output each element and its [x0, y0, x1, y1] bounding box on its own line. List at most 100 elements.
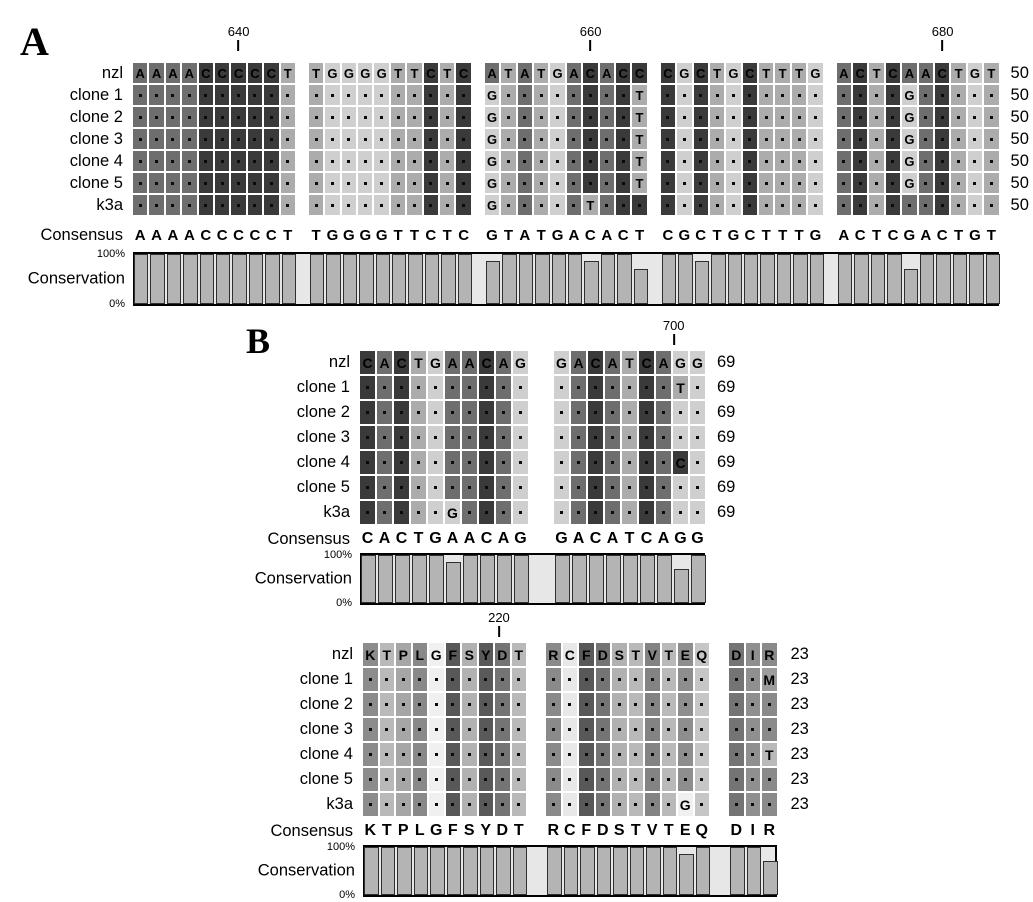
sequence-cell — [967, 107, 983, 127]
sequence-cell — [478, 768, 493, 791]
sequence-cell: T — [661, 643, 676, 666]
sequence-cell — [622, 401, 637, 424]
sequence-cell — [390, 151, 406, 171]
sequence-cell — [133, 195, 148, 215]
identity-dot — [584, 703, 588, 706]
consensus-cell: C — [617, 226, 629, 244]
sequence-cell — [133, 173, 148, 193]
conservation-bar — [199, 254, 214, 304]
sequence-cell — [495, 743, 510, 766]
conservation-bar — [430, 847, 445, 895]
identity-dot — [187, 181, 191, 185]
consensus-cell: V — [646, 822, 658, 839]
identity-dot — [523, 137, 527, 141]
sequence-cell — [264, 85, 279, 105]
conservation-bar — [711, 254, 726, 304]
identity-dot — [363, 203, 367, 207]
identity-dot — [347, 203, 351, 207]
identity-dot — [412, 93, 416, 97]
identity-dot — [605, 159, 609, 163]
identity-dot — [605, 203, 609, 207]
sequence-cell: G — [967, 63, 983, 83]
identity-dot — [731, 137, 735, 141]
sequence-cell — [360, 401, 375, 424]
identity-dot — [187, 159, 191, 163]
identity-dot — [601, 778, 605, 781]
row-end-number: 23 — [790, 745, 809, 763]
sequence-cell: T — [411, 351, 426, 374]
conservation-bar — [657, 555, 672, 603]
sequence-block — [546, 768, 709, 791]
axis-label-0: 0% — [336, 597, 352, 609]
conservation-bar — [134, 254, 149, 304]
identity-dot — [484, 703, 488, 706]
sequence-cell — [595, 718, 610, 741]
identity-dot — [734, 803, 738, 806]
consensus-cell: C — [216, 226, 228, 244]
conservation-bar — [793, 254, 808, 304]
consensus-cell: T — [986, 226, 996, 244]
conservation-bar — [854, 254, 869, 304]
identity-dot — [385, 728, 389, 731]
sequence-cell — [550, 173, 565, 193]
sequence-cell — [693, 85, 708, 105]
identity-dot — [400, 511, 403, 514]
tick-mark-line — [497, 626, 500, 637]
sequence-cell — [885, 107, 901, 127]
sequence-cell — [775, 151, 790, 171]
identity-dot — [330, 159, 334, 163]
identity-dot — [748, 93, 752, 97]
sequence-cell — [984, 151, 999, 171]
identity-dot — [204, 203, 208, 207]
sequence-cell — [513, 401, 528, 424]
conservation-chart — [360, 553, 706, 605]
row-label: clone 4 — [299, 745, 353, 763]
identity-dot — [253, 203, 257, 207]
consensus-cell: T — [413, 530, 424, 547]
identity-dot — [434, 703, 438, 706]
sequence-block — [308, 195, 471, 215]
sequence-cell — [182, 85, 197, 105]
sequence-cell — [709, 151, 725, 171]
identity-dot — [767, 703, 771, 706]
consensus-cell: A — [572, 530, 585, 547]
sequence-block: T — [554, 376, 705, 399]
identity-dot — [269, 181, 273, 185]
sequence-cell — [967, 151, 983, 171]
identity-dot — [484, 778, 488, 781]
conservation-bar — [215, 254, 231, 304]
identity-dot — [434, 753, 438, 756]
identity-dot — [924, 137, 928, 141]
identity-dot — [380, 181, 384, 185]
sequence-cell — [456, 85, 471, 105]
sequence-cell — [182, 173, 197, 193]
sequence-cell — [869, 173, 884, 193]
conservation-bar — [633, 268, 648, 304]
sequence-cell: G — [677, 63, 692, 83]
identity-dot — [220, 115, 224, 119]
identity-dot — [551, 803, 555, 806]
identity-dot — [842, 181, 846, 185]
identity-dot — [462, 93, 466, 97]
identity-dot — [418, 803, 422, 806]
identity-dot — [401, 728, 405, 731]
sequence-cell — [690, 401, 705, 424]
conservation-bar — [429, 555, 444, 603]
sequence-cell — [934, 107, 950, 127]
identity-dot — [519, 486, 522, 489]
identity-dot — [679, 486, 682, 489]
sequence-cell: G — [341, 63, 357, 83]
sequence-cell — [374, 195, 389, 215]
sequence-cell — [918, 195, 933, 215]
sequence-cell: G — [902, 173, 917, 193]
sequence-cell — [694, 693, 709, 716]
sequence-cell — [639, 451, 654, 474]
sequence-block — [660, 173, 823, 193]
conservation-bar — [563, 847, 578, 895]
sequence-cell — [496, 501, 511, 524]
